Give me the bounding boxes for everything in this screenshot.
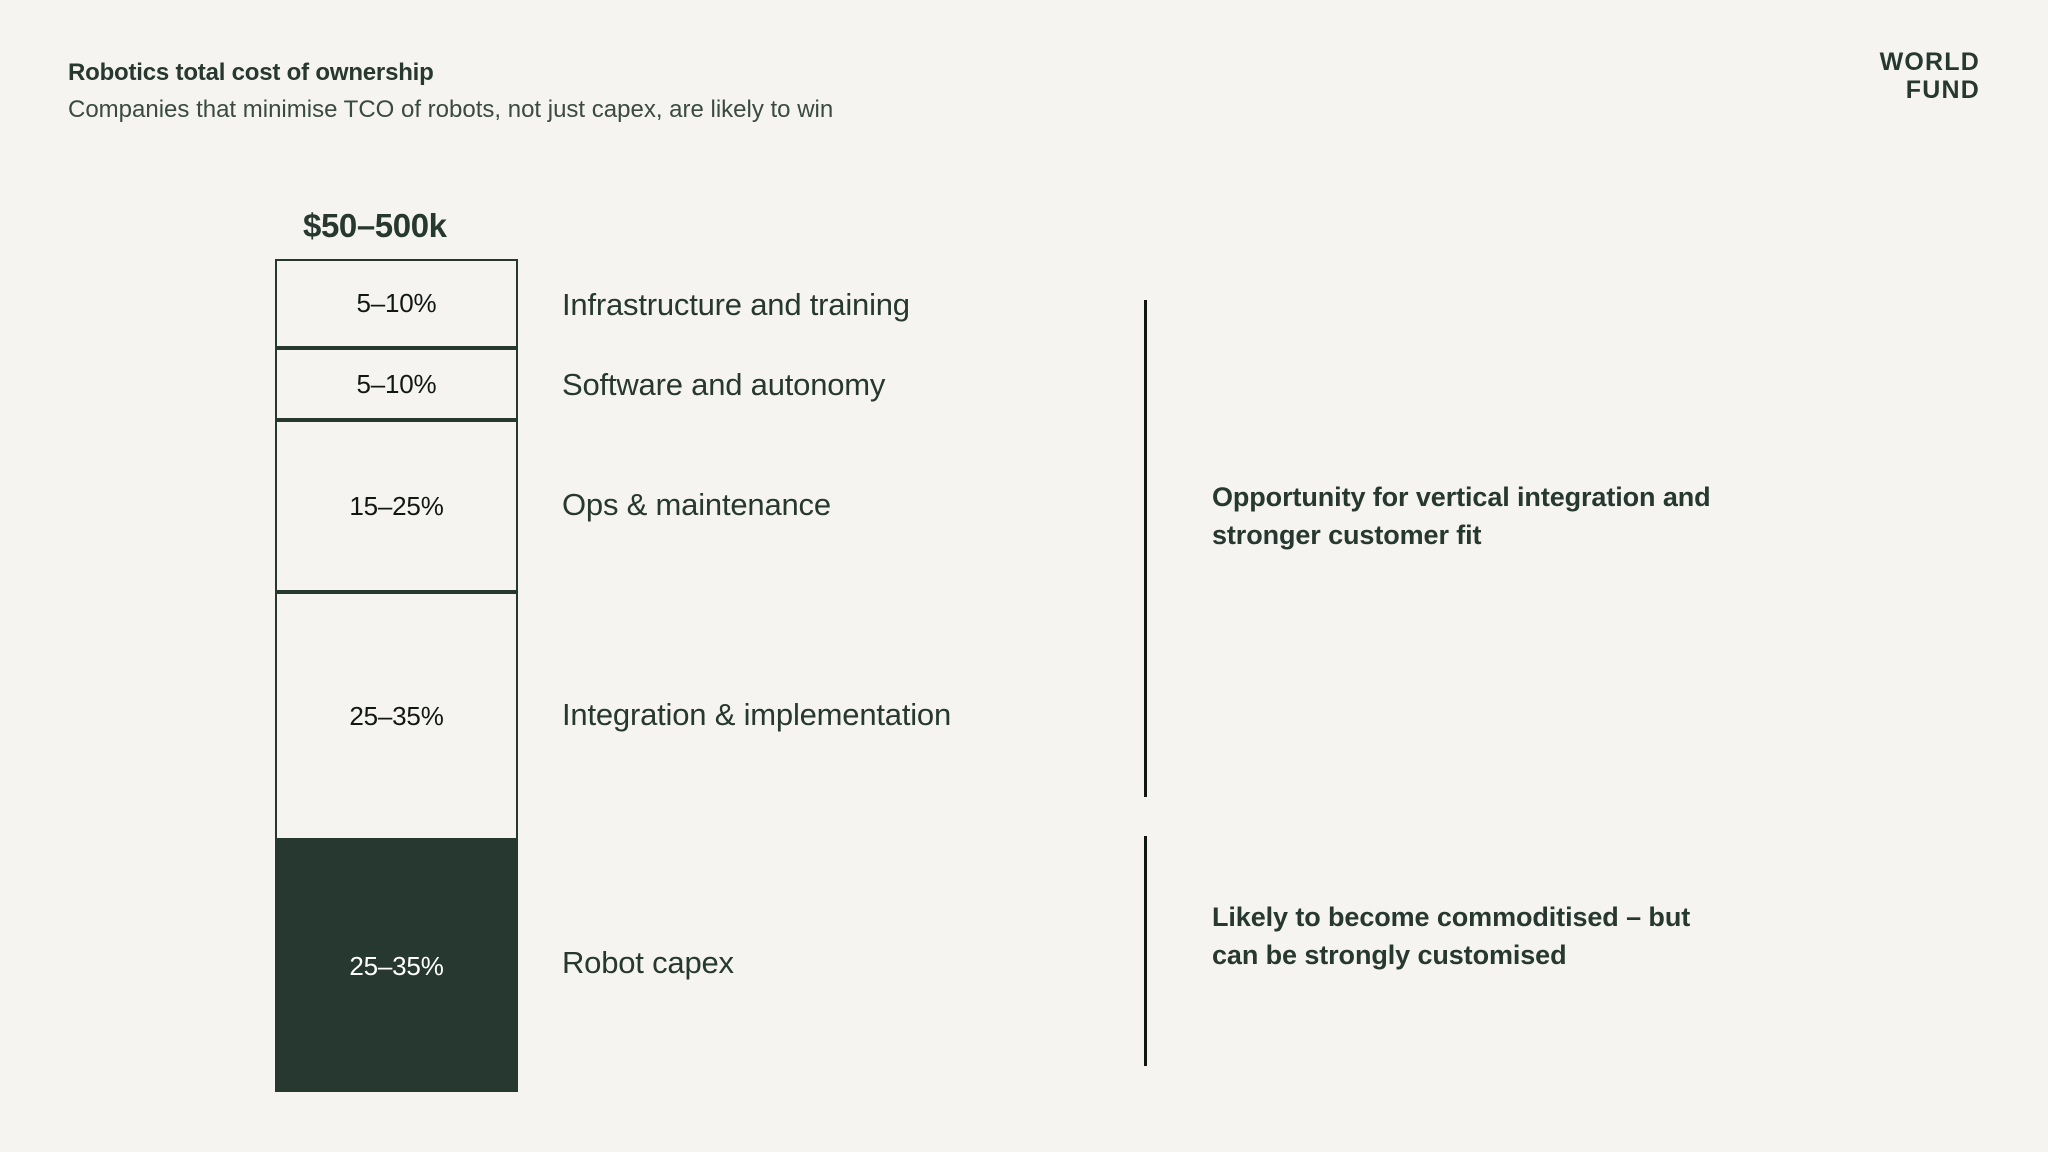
- page-header: Robotics total cost of ownership Compani…: [68, 58, 833, 125]
- world-fund-logo: WORLD FUND: [1880, 50, 1980, 103]
- page-title: Robotics total cost of ownership: [68, 59, 434, 86]
- segment-value: 25–35%: [349, 700, 444, 731]
- segment-label-integration-and-implementation: Integration & implementation: [562, 697, 952, 732]
- segment-value: 5–10%: [356, 368, 437, 399]
- segment-label-software-and-autonomy: Software and autonomy: [562, 367, 886, 402]
- logo-line-world: WORLD: [1879, 48, 1980, 76]
- segment-value: 15–25%: [349, 490, 444, 521]
- bar-segment-ops-and-maintenance[interactable]: 15–25%: [275, 420, 518, 592]
- segment-value: 5–10%: [356, 288, 437, 318]
- total-cost-label: $50–500k: [303, 207, 447, 244]
- bar-segment-robot-capex[interactable]: 25–35%: [275, 840, 518, 1092]
- page-subtitle: Companies that minimise TCO of robots, n…: [68, 96, 834, 123]
- annotation-rule-lower: [1144, 836, 1147, 1066]
- segment-label-ops-and-maintenance: Ops & maintenance: [562, 487, 831, 522]
- bar-segment-software-and-autonomy[interactable]: 5–10%: [275, 348, 518, 420]
- annotation-rule-upper: [1144, 300, 1147, 797]
- annotation-text-commoditised: Likely to become commoditised – but can …: [1212, 902, 1691, 971]
- stacked-bar: 5–10% 5–10% 15–25% 25–35% 25–35%: [275, 259, 518, 1092]
- segment-label-robot-capex: Robot capex: [562, 945, 734, 980]
- logo-line-fund: FUND: [1905, 76, 1980, 104]
- bar-segment-infrastructure-and-training[interactable]: 5–10%: [275, 259, 518, 348]
- segment-value: 25–35%: [349, 950, 444, 981]
- bar-segment-integration-and-implementation[interactable]: 25–35%: [275, 592, 518, 840]
- annotation-text-opportunity: Opportunity for vertical integration and…: [1212, 482, 1711, 551]
- segment-label-infrastructure-and-training: Infrastructure and training: [562, 287, 910, 322]
